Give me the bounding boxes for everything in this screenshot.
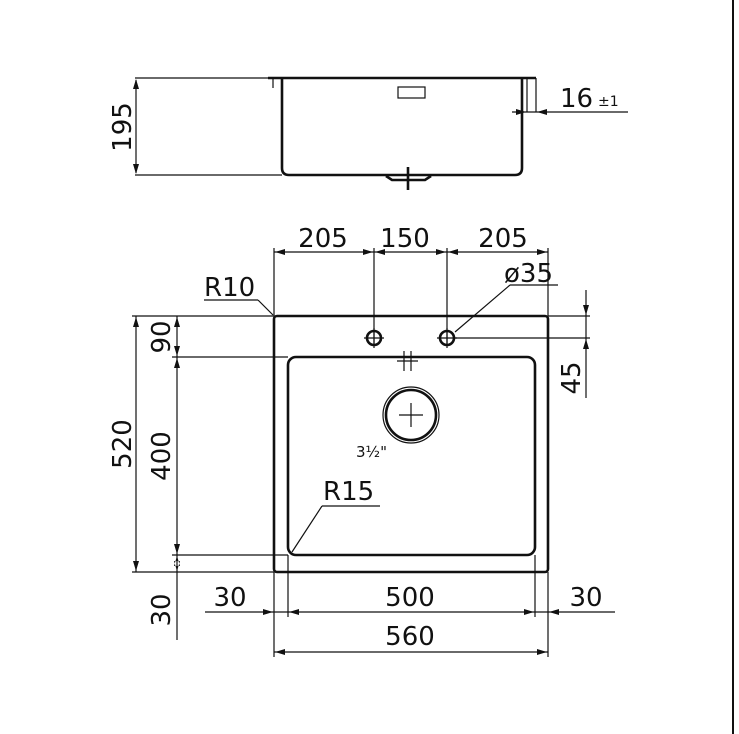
inner-radius-label: R15 <box>323 477 374 507</box>
dim-500: 500 <box>385 583 435 613</box>
drain-icon <box>382 386 440 444</box>
dim-45: 45 <box>557 361 587 394</box>
dim-30-right: 30 <box>569 583 602 613</box>
flange-16-label: 16 <box>560 84 593 114</box>
overflow-slot <box>397 86 426 99</box>
sink-outline <box>272 314 550 574</box>
dim-205-right: 205 <box>478 224 528 254</box>
side-view: 195 16 ±1 <box>108 76 628 190</box>
height-195-label: 195 <box>108 102 138 152</box>
dim-30-front: 30 <box>147 593 177 626</box>
dim-30-left: 30 <box>213 583 246 613</box>
dim-150: 150 <box>380 224 430 254</box>
bowl-profile <box>280 78 524 177</box>
dim-400: 400 <box>147 431 177 481</box>
plan-view: 3½" 205 150 205 ø35 R10 R15 520 90 400 3… <box>108 224 615 657</box>
outer-radius-label: R10 <box>204 273 255 303</box>
dim-520: 520 <box>108 419 138 469</box>
tolerance-label: ±1 <box>598 94 619 110</box>
drain-size-label: 3½" <box>356 443 387 461</box>
dim-560: 560 <box>385 622 435 652</box>
dim-90: 90 <box>147 320 177 353</box>
tap-hole-diameter-label: ø35 <box>504 259 553 289</box>
dim-205-left: 205 <box>298 224 348 254</box>
